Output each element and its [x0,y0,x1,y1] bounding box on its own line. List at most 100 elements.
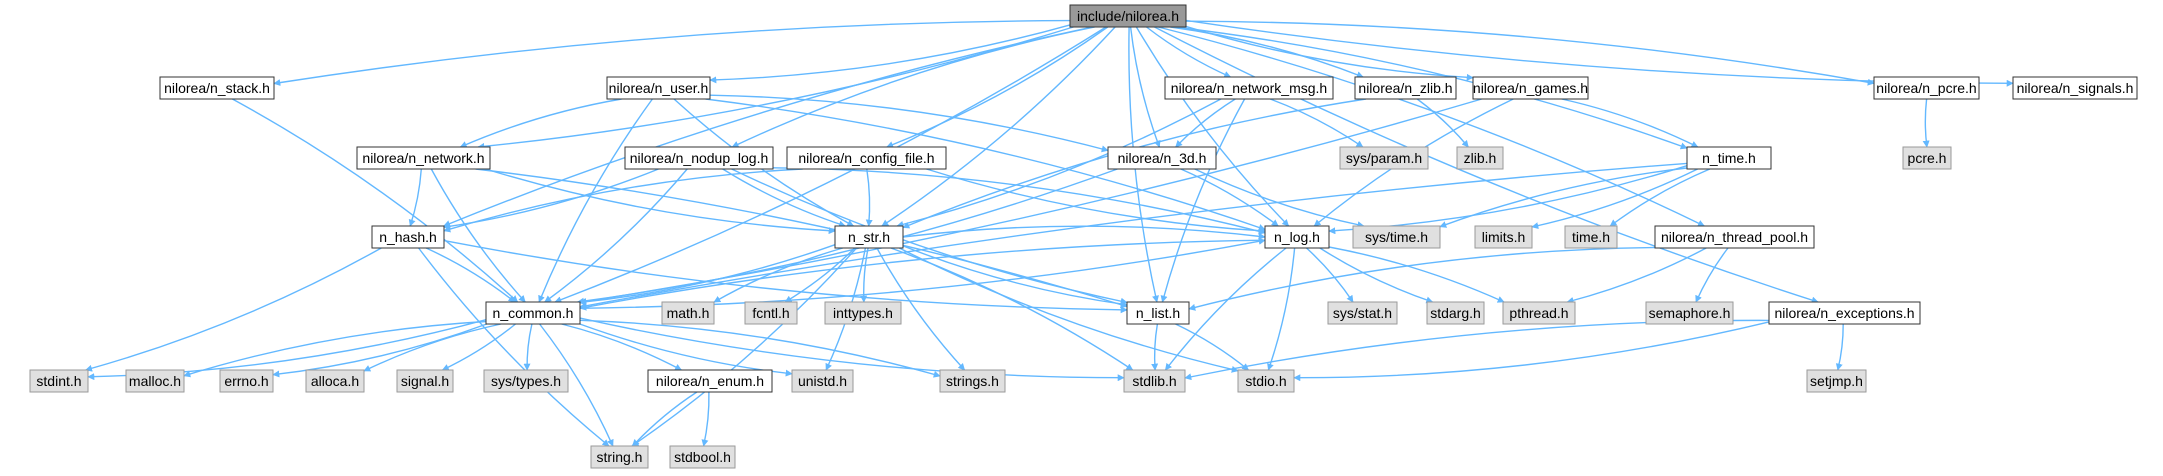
node-n-config-file[interactable]: nilorea/n_config_file.h [786,146,947,170]
node-box [1339,146,1429,170]
node-label: n_list.h [1136,305,1180,321]
node-n-str[interactable]: n_str.h [834,225,904,249]
node-stdint: stdint.h [29,369,89,393]
node-label: nilorea/n_pcre.h [1876,80,1976,96]
node-n-pcre[interactable]: nilorea/n_pcre.h [1873,76,1980,100]
node-box [1237,369,1295,393]
node-errno: errno.h [219,369,274,393]
edge-n_network-to-n_list [475,168,1128,308]
edge-n_log-to-stdlib [1164,247,1287,371]
node-box [669,445,736,469]
node-nilorea-h[interactable]: include/nilorea.h [1069,4,1187,28]
edge-n_str-to-stdio [898,247,1239,373]
node-label: n_str.h [848,229,890,245]
node-n-time[interactable]: n_time.h [1686,146,1772,170]
node-label: nilorea/n_user.h [609,80,709,96]
node-box [1686,146,1772,170]
node-box [371,225,445,249]
node-n-list[interactable]: n_list.h [1126,301,1190,325]
node-label: limits.h [1482,229,1526,245]
edge-n_hash-to-n_list [443,239,1128,314]
edge-n_common-to-sys_types [523,323,533,371]
edge-n_log-to-sys_stat [1306,247,1354,303]
node-n-thread-pool[interactable]: nilorea/n_thread_pool.h [1654,225,1815,249]
node-pthread: pthread.h [1502,301,1576,325]
node-label: nilorea/n_thread_pool.h [1661,229,1808,245]
node-label: n_time.h [1702,150,1756,166]
node-n-hash[interactable]: n_hash.h [371,225,445,249]
edge-n_common-to-strings [579,319,941,378]
edge-n_common-to-signal [441,323,516,371]
edge-nilorea_h-to-n_pcre [1185,20,1875,86]
node-label: n_hash.h [379,229,437,245]
edge-n_3d-to-n_common [576,168,1118,305]
node-limits: limits.h [1474,225,1533,249]
edge-n_network_msg-to-sys_param [1269,98,1364,148]
node-n-nodup-log[interactable]: nilorea/n_nodup_log.h [624,146,774,170]
node-n-zlib[interactable]: nilorea/n_zlib.h [1354,76,1457,100]
node-n-exceptions[interactable]: nilorea/n_exceptions.h [1768,301,1921,325]
node-label: sys/types.h [491,373,561,389]
node-n-3d[interactable]: nilorea/n_3d.h [1107,146,1217,170]
node-n-network[interactable]: nilorea/n_network.h [356,146,491,170]
node-sys-time: sys/time.h [1352,225,1441,249]
edge-n_str-to-fcntl [784,247,856,303]
node-label: n_log.h [1274,229,1320,245]
edge-n_log-to-stdio [1267,247,1296,371]
node-label: fcntl.h [752,305,789,321]
node-malloc: malloc.h [125,369,185,393]
node-stdbool: stdbool.h [669,445,736,469]
node-n-user[interactable]: nilorea/n_user.h [606,76,711,100]
node-label: nilorea/n_enum.h [656,373,764,389]
node-box [606,76,711,100]
node-box [1768,301,1921,325]
node-signal: signal.h [396,369,454,393]
edge-n_network-to-n_hash [408,168,422,227]
edge-n_nodup_log-to-n_list [731,168,1128,305]
node-n-network-msg[interactable]: nilorea/n_network_msg.h [1164,76,1334,100]
node-label: pcre.h [1908,150,1947,166]
edge-n_time-to-time_h [1609,168,1711,227]
node-box [1472,76,1589,100]
edge-n_config_file-to-n_log [926,168,1266,235]
edge-n_log-to-n_common [579,239,1266,311]
node-label: unistd.h [798,373,847,389]
node-box [1474,225,1533,249]
node-box [1456,146,1504,170]
node-n-stack[interactable]: nilorea/n_stack.h [159,76,275,100]
node-box [786,146,947,170]
node-box [1564,225,1618,249]
node-box [356,146,491,170]
node-fcntl: fcntl.h [744,301,798,325]
node-box [1069,4,1187,28]
node-box [125,369,185,393]
node-label: nilorea/n_zlib.h [1358,80,1452,96]
edge-n_log-to-stdarg [1319,247,1434,304]
edge-n_zlib-to-zlib [1416,98,1469,148]
node-n-common[interactable]: n_common.h [485,301,581,325]
edge-n_network_msg-to-n_list [1160,98,1246,303]
node-label: stdlib.h [1132,373,1176,389]
node-label: time.h [1572,229,1610,245]
node-label: include/nilorea.h [1077,8,1179,24]
node-box [1123,369,1186,393]
edge-nilorea_h-to-n_config_file [886,26,1109,148]
node-label: errno.h [224,373,268,389]
edge-n_str-to-n_list [902,245,1128,308]
edge-n_common-to-stdlib [579,317,1125,382]
node-alloca: alloca.h [305,369,365,393]
node-label: n_common.h [493,305,574,321]
node-box [305,369,365,393]
edge-n_network-to-n_str [485,168,836,235]
node-n-signals[interactable]: nilorea/n_signals.h [2012,76,2138,100]
node-box [624,146,774,170]
node-n-games[interactable]: nilorea/n_games.h [1472,76,1589,100]
node-time-h: time.h [1564,225,1618,249]
edge-n_3d-to-n_log [1180,168,1279,227]
edge-nilorea_h-to-n_str [881,26,1116,227]
edge-n_user-to-n_3d [709,94,1109,153]
node-n-log[interactable]: n_log.h [1264,225,1330,249]
node-box [824,301,902,325]
node-n-enum[interactable]: nilorea/n_enum.h [647,369,773,393]
